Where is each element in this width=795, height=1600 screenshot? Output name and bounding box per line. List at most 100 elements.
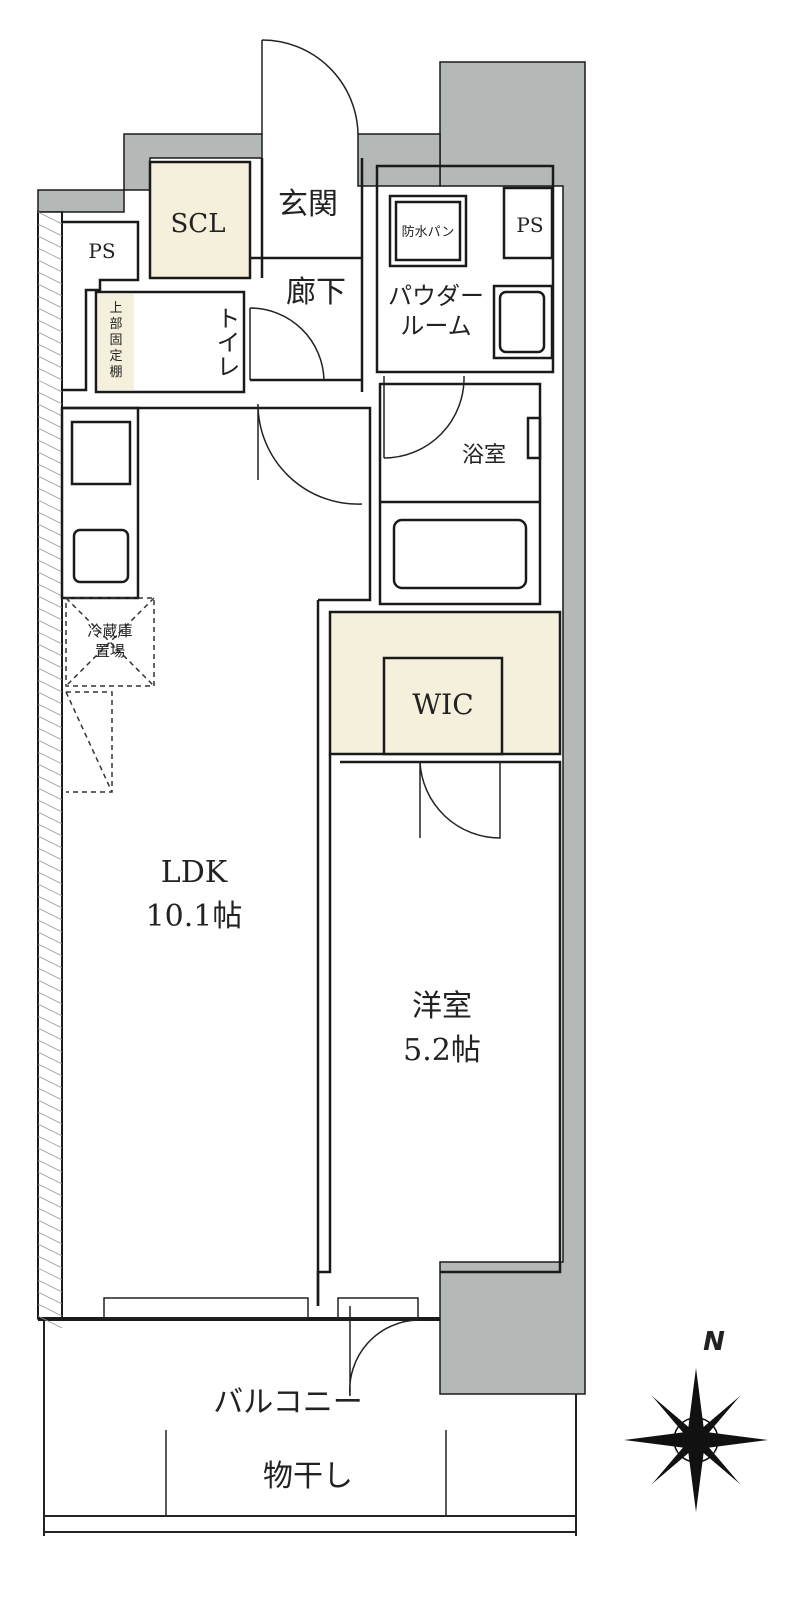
hatch-line xyxy=(37,1195,63,1209)
hatch-line xyxy=(37,619,63,633)
hatch-line xyxy=(37,583,63,597)
hatch-line xyxy=(37,967,63,981)
label-wic: WIC xyxy=(412,688,473,721)
upper-shelf-char: 固 xyxy=(109,333,122,348)
label-powder-1: パウダー xyxy=(388,282,484,310)
label-ldk-size: 10.1帖 xyxy=(146,899,243,934)
hatch-line xyxy=(37,883,63,897)
label-fridge-1: 冷蔵庫 xyxy=(87,622,132,640)
hatch-line xyxy=(37,391,63,405)
hatch-line xyxy=(37,259,63,273)
label-western-size: 5.2帖 xyxy=(403,1033,481,1068)
hatch-line xyxy=(37,379,63,393)
label-toilet: トイレ xyxy=(212,306,240,378)
hatch-line xyxy=(37,319,63,333)
hatch-line xyxy=(37,475,63,489)
hatch-line xyxy=(37,1111,63,1125)
label-balcony: バルコニー xyxy=(213,1385,362,1420)
hatch-line xyxy=(37,871,63,885)
upper-shelf-char: 上 xyxy=(109,301,122,316)
left-wall-hatch xyxy=(37,211,63,1329)
hatch-line xyxy=(37,775,63,789)
hatch-line xyxy=(37,1015,63,1029)
hatch-line xyxy=(37,823,63,837)
hatch-line xyxy=(37,1171,63,1185)
hatch-line xyxy=(37,403,63,417)
hatch-line xyxy=(37,499,63,513)
hatch-line xyxy=(37,727,63,741)
hatch-line xyxy=(37,667,63,681)
hatch-line xyxy=(37,307,63,321)
hatch-line xyxy=(37,715,63,729)
fridge-space xyxy=(65,597,155,793)
outer-walls xyxy=(37,211,440,1321)
label-ps-left: PS xyxy=(88,239,115,263)
hatch-line xyxy=(37,235,63,249)
hatch-line xyxy=(37,919,63,933)
hatch-line xyxy=(37,1315,63,1329)
hatch-line xyxy=(37,547,63,561)
hatch-line xyxy=(37,1219,63,1233)
hatch-line xyxy=(37,787,63,801)
hatch-line xyxy=(37,451,63,465)
label-drying: 物干し xyxy=(263,1459,353,1494)
label-powder-2: ルーム xyxy=(400,312,471,340)
compass-north: N xyxy=(703,1327,725,1357)
upper-shelf-char: 部 xyxy=(109,317,122,332)
hatch-line xyxy=(37,511,63,525)
hatch-line xyxy=(37,1039,63,1053)
hatch-line xyxy=(37,1051,63,1065)
hatch-line xyxy=(37,295,63,309)
hatch-line xyxy=(37,1183,63,1197)
interior-walls xyxy=(60,158,562,1306)
hatch-line xyxy=(37,1027,63,1041)
hatch-line xyxy=(37,331,63,345)
hatch-line xyxy=(37,247,63,261)
hatch-line xyxy=(37,535,63,549)
room-labels: SCL 玄関 PS PS 防水パン 廊下 パウダー ルーム トイレ 浴室 冷蔵庫… xyxy=(87,187,543,1494)
hatch-line xyxy=(37,739,63,753)
label-ps-right: PS xyxy=(516,213,543,237)
hatch-line xyxy=(37,703,63,717)
hatch-line xyxy=(37,763,63,777)
label-fridge-2: 置場 xyxy=(95,642,125,660)
hatch-line xyxy=(37,355,63,369)
hatch-line xyxy=(37,211,63,225)
hatch-line xyxy=(37,931,63,945)
hatch-line xyxy=(37,1267,63,1281)
hatch-line xyxy=(37,655,63,669)
hatch-line xyxy=(37,811,63,825)
hatch-line xyxy=(37,343,63,357)
hatch-line xyxy=(37,595,63,609)
hatch-line xyxy=(37,1003,63,1017)
hatch-line xyxy=(37,859,63,873)
hatch-line xyxy=(37,1135,63,1149)
hatch-line xyxy=(37,607,63,621)
hatch-line xyxy=(37,523,63,537)
label-entrance: 玄関 xyxy=(278,187,338,222)
hatch-line xyxy=(37,799,63,813)
hatch-line xyxy=(37,895,63,909)
label-hallway: 廊下 xyxy=(286,275,346,310)
label-scl: SCL xyxy=(171,209,226,239)
hatch-line xyxy=(37,571,63,585)
hatch-line xyxy=(37,631,63,645)
hatch-line xyxy=(37,1243,63,1257)
hatch-line xyxy=(37,679,63,693)
upper-shelf-char: 棚 xyxy=(109,365,122,380)
hatch-line xyxy=(37,907,63,921)
hatch-line xyxy=(37,1123,63,1137)
hatch-line xyxy=(37,1303,63,1317)
hatch-line xyxy=(37,439,63,453)
hatch-line xyxy=(37,1207,63,1221)
hatch-line xyxy=(37,943,63,957)
hatch-line xyxy=(37,1159,63,1173)
hatch-line xyxy=(37,1063,63,1077)
hatch-line xyxy=(37,427,63,441)
label-ldk-name: LDK xyxy=(161,855,228,890)
hatch-line xyxy=(37,1231,63,1245)
hatch-line xyxy=(37,487,63,501)
hatch-line xyxy=(37,847,63,861)
hatch-line xyxy=(37,1075,63,1089)
